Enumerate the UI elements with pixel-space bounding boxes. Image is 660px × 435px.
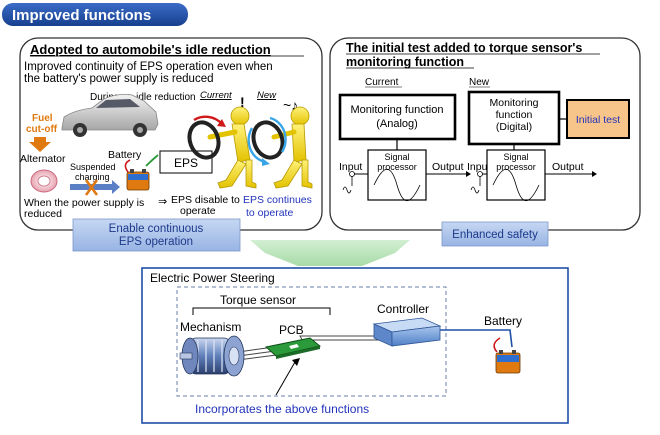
test-title-2: monitoring function: [346, 55, 464, 69]
controller-image: [372, 317, 442, 347]
power-reduced-label-2: reduced: [24, 208, 62, 220]
driver-new-image: [247, 106, 313, 189]
cross-icon: [84, 179, 99, 196]
torque-sensor-label: Torque sensor: [220, 293, 296, 307]
eps-battery-icon: [493, 337, 521, 374]
mechanism-label: Mechanism: [180, 320, 241, 334]
header-pill: [2, 3, 188, 26]
charging-arrow: [70, 180, 120, 194]
input-label-new: Input: [467, 161, 490, 173]
signal-new-label-1: Signal: [503, 152, 528, 162]
pcb-image: [265, 337, 322, 359]
fuel-label-1: Fuel: [32, 113, 53, 124]
battery-label: Battery: [108, 149, 142, 161]
eps-continues-label-1: EPS continues: [243, 194, 312, 206]
eps-continues-label-2: to operate: [246, 207, 293, 219]
merge-funnel: [250, 240, 410, 266]
battery-signal-icon: [145, 154, 159, 167]
battery-cable-blue-drop: [500, 329, 513, 348]
monitor-analog-label-2: (Analog): [376, 118, 418, 130]
output-label-new: Output: [552, 161, 584, 173]
monitor-digital-label-1: Monitoring: [489, 97, 538, 109]
monitor-digital-box: [467, 90, 561, 146]
car-image: [61, 94, 159, 137]
idle-new-label: New: [257, 90, 277, 101]
idle-current-label: Current: [200, 90, 232, 101]
torque-sensor-bracket: [192, 307, 331, 315]
current-exclaim-icon: !: [240, 94, 245, 110]
input-label-current: Input: [339, 161, 362, 173]
controller-label: Controller: [377, 302, 429, 316]
suspended-label-1: Suspended: [70, 162, 116, 172]
sine-new-icon: [492, 168, 540, 202]
test-title-1: The initial test added to torque sensor'…: [346, 41, 582, 55]
pcb-label: PCB: [279, 323, 304, 337]
header: Improved functions: [2, 3, 188, 26]
input-node-new: [477, 171, 483, 177]
signal-current-label-1: Signal: [384, 152, 409, 162]
initial-test-label: Initial test: [576, 114, 620, 126]
alternator-label: Alternator: [20, 153, 66, 165]
pointer-arrow-head-icon: [292, 358, 300, 366]
torque-sensor-dashed-frame: [176, 286, 447, 397]
output-label-current: Output: [432, 161, 464, 173]
sine-current-icon: [373, 168, 421, 202]
test-current-label: Current: [365, 77, 399, 88]
eps-box-label: EPS: [174, 156, 198, 170]
callout-label-2: EPS operation: [119, 236, 193, 248]
mechanism-motor-image: [179, 335, 245, 377]
initial-test-box: [566, 99, 630, 139]
driver-current-image: [187, 106, 257, 189]
input-node-current: [349, 171, 355, 177]
monitor-digital-label-3: (Digital): [496, 121, 532, 133]
signal-processor-new-box: [486, 149, 546, 201]
continuous-eps-callout: [72, 218, 241, 252]
test-new-label: New: [469, 77, 490, 88]
implies-arrow-icon: ⇒: [158, 196, 167, 208]
eps-system-title: Electric Power Steering: [150, 271, 275, 285]
pointer-arrow-line: [275, 361, 296, 396]
idle-reduction-panel: Adopted to automobile's idle reduction I…: [19, 37, 323, 252]
enhanced-safety-callout: [441, 221, 549, 247]
output-arrow-current-icon: [466, 171, 471, 177]
enhanced-safety-label: Enhanced safety: [452, 229, 538, 241]
power-reduced-label-1: When the power supply is: [24, 197, 144, 209]
idle-panel-title: Adopted to automobile's idle reduction: [30, 42, 271, 57]
monitor-analog-box: [338, 93, 457, 141]
monitor-analog-label-1: Monitoring function: [351, 104, 444, 116]
fuel-label-2: cut-off: [26, 124, 58, 135]
incorporates-label: Incorporates the above functions: [195, 402, 369, 416]
eps-disable-label-2: operate: [180, 205, 216, 217]
callout-label-1: Enable continuous: [109, 223, 204, 235]
idle-subtitle-1: Improved continuity of EPS operation eve…: [24, 61, 273, 73]
eps-system-panel: Electric Power Steering Torque sensor Me…: [141, 267, 569, 424]
battery-icon: [124, 159, 150, 191]
eps-battery-label: Battery: [484, 314, 522, 328]
header-title: Improved functions: [12, 7, 151, 24]
input-wave-current-icon: [342, 186, 352, 194]
signal-new-label-2: processor: [496, 162, 536, 172]
monitor-digital-label-2: function: [496, 109, 533, 121]
initial-test-panel: The initial test added to torque sensor'…: [329, 37, 641, 247]
alternator-pulley-image: [30, 169, 58, 193]
output-arrow-new-icon: [592, 171, 597, 177]
during-idle-label: During an idle reduction: [90, 92, 196, 103]
suspended-label-2: charging: [75, 172, 110, 182]
eps-disable-label-1: EPS disable to: [171, 194, 240, 206]
idle-subtitle-2: the battery's power supply is reduced: [24, 73, 214, 85]
signal-current-label-2: processor: [377, 162, 417, 172]
input-wave-new-icon: [470, 186, 480, 194]
fuel-down-arrow: [29, 137, 51, 152]
